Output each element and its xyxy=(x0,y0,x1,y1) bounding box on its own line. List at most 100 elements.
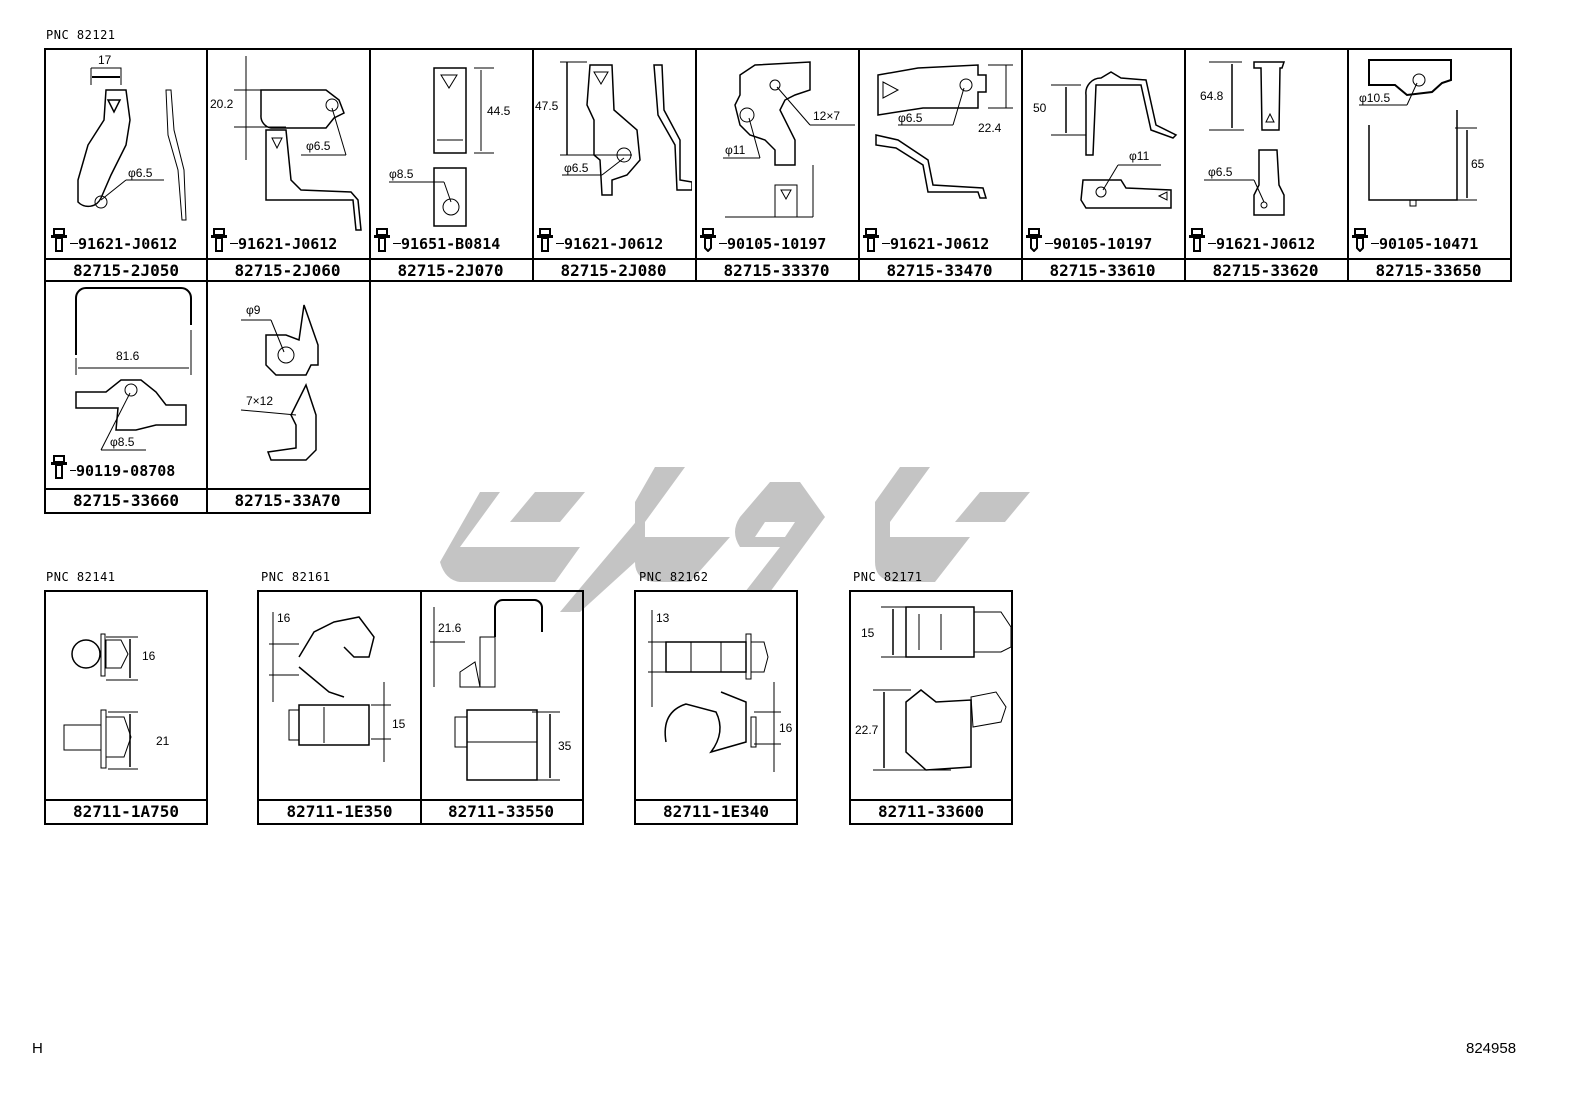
bolt-part-number: 91621-J0612 xyxy=(238,235,338,253)
svg-text:44.5: 44.5 xyxy=(487,104,511,118)
part-cell[interactable]: 16 21 82711-1A750 xyxy=(44,590,208,825)
part-cell[interactable]: 16 15 82711-1E350 xyxy=(257,590,422,825)
bracket-drawing: 81.6 φ8.5 xyxy=(75,287,192,451)
page-marker-left: H xyxy=(32,1040,43,1057)
bolt-part-number: 90119-08708 xyxy=(76,462,176,480)
part-cell[interactable]: 44.5 φ8.5 91651-B0814 82715-2J070 xyxy=(369,48,534,282)
bolt-callout: 90105-10471 xyxy=(1351,228,1478,252)
part-cell[interactable]: φ9 7×12 82715-33A70 xyxy=(206,280,371,514)
part-cell[interactable]: 50 φ11 90105-10197 82715-33610 xyxy=(1021,48,1186,282)
bracket-drawing: 17 φ6.5 xyxy=(77,53,187,221)
bolt-icon xyxy=(374,228,390,252)
bolt-callout: 91621-J0612 xyxy=(1188,228,1315,252)
svg-text:65: 65 xyxy=(1471,157,1485,171)
part-cell[interactable]: 64.8 φ6.5 91621-J0612 82715-33620 xyxy=(1184,48,1349,282)
svg-text:φ6.5: φ6.5 xyxy=(564,161,589,175)
svg-text:16: 16 xyxy=(142,649,156,663)
bracket-drawing: 47.5 φ6.5 xyxy=(535,61,692,196)
part-cell[interactable]: 47.5 φ6.5 91621-J0612 82715-2J080 xyxy=(532,48,697,282)
svg-text:φ6.5: φ6.5 xyxy=(306,139,331,153)
bracket-drawing: φ10.5 65 xyxy=(1359,59,1485,207)
screw-icon xyxy=(1352,228,1368,252)
bolt-callout: 91651-B0814 xyxy=(373,228,500,252)
diagram-number: 824958 xyxy=(1466,1040,1517,1057)
svg-text:22.4: 22.4 xyxy=(978,121,1002,135)
bracket-drawing: 44.5 φ8.5 xyxy=(389,67,511,227)
bolt-callout: 91621-J0612 xyxy=(50,228,177,252)
pnc-label-82121: PNC 82121 xyxy=(46,28,116,42)
svg-text:20.2: 20.2 xyxy=(210,97,234,111)
svg-text:21: 21 xyxy=(156,734,170,748)
part-number: 82715-33660 xyxy=(46,488,206,512)
bolt-callout: 91621-J0612 xyxy=(536,228,663,252)
part-number: 82715-33470 xyxy=(858,258,1021,282)
bolt-part-number: 90105-10197 xyxy=(727,235,827,253)
svg-text:φ10.5: φ10.5 xyxy=(1359,91,1390,105)
part-number: 82715-2J070 xyxy=(369,258,532,282)
part-number: 82715-33650 xyxy=(1347,258,1510,282)
part-number: 82715-2J060 xyxy=(206,258,369,282)
bolt-part-number: 91651-B0814 xyxy=(401,235,501,253)
part-cell[interactable]: 15 22.7 82711-33600 xyxy=(849,590,1013,825)
bolt-callout: 90105-10197 xyxy=(1025,228,1152,252)
part-cell[interactable]: φ6.5 22.4 91621-J0612 82715-33470 xyxy=(858,48,1023,282)
part-number: 82711-33550 xyxy=(420,799,582,823)
part-number: 82715-2J080 xyxy=(532,258,695,282)
bracket-drawing: φ9 7×12 xyxy=(240,303,319,461)
svg-text:φ11: φ11 xyxy=(1129,149,1150,163)
bolt-callout: 90119-08708 xyxy=(50,455,175,479)
bolt-callout: 91621-J0612 xyxy=(862,228,989,252)
screw-icon xyxy=(700,228,716,252)
bolt-part-number: 91621-J0612 xyxy=(78,235,178,253)
svg-text:47.5: 47.5 xyxy=(535,99,559,113)
clip-drawing: 15 22.7 xyxy=(855,606,1011,771)
part-number: 82715-2J050 xyxy=(46,258,206,282)
part-cell[interactable]: φ10.5 65 90105-10471 82715-33650 xyxy=(1347,48,1512,282)
part-cell[interactable]: 17 φ6.5 91621-J0612 82715-2J050 xyxy=(44,48,208,282)
svg-text:13: 13 xyxy=(656,611,670,625)
part-number: 82711-1E350 xyxy=(259,799,420,823)
bolt-icon xyxy=(211,228,227,252)
svg-text:17: 17 xyxy=(98,53,112,67)
screw-icon xyxy=(1026,228,1042,252)
svg-text:16: 16 xyxy=(779,721,793,735)
clip-drawing: 13 16 xyxy=(648,610,793,772)
bolt-icon xyxy=(51,228,67,252)
svg-text:φ11: φ11 xyxy=(725,143,746,157)
part-cell[interactable]: 21.6 35 82711-33550 xyxy=(420,590,584,825)
bolt-callout: 90105-10197 xyxy=(699,228,826,252)
svg-text:φ6.5: φ6.5 xyxy=(128,166,153,180)
bolt-part-number: 90105-10471 xyxy=(1379,235,1479,253)
svg-text:35: 35 xyxy=(558,739,572,753)
bolt-icon xyxy=(1189,228,1205,252)
svg-text:15: 15 xyxy=(861,626,875,640)
part-number: 82711-1A750 xyxy=(46,799,206,823)
pnc-label-82141: PNC 82141 xyxy=(46,570,116,584)
svg-text:φ8.5: φ8.5 xyxy=(110,435,135,449)
part-number: 82715-33610 xyxy=(1021,258,1184,282)
bracket-drawing: 12×7 φ11 xyxy=(723,61,855,218)
bolt-part-number: 91621-J0612 xyxy=(890,235,990,253)
part-number: 82711-1E340 xyxy=(636,799,796,823)
bracket-drawing: 64.8 φ6.5 xyxy=(1200,61,1286,216)
part-number: 82715-33A70 xyxy=(206,488,369,512)
svg-text:64.8: 64.8 xyxy=(1200,89,1224,103)
pnc-label-82162: PNC 82162 xyxy=(639,570,709,584)
part-number: 82711-33600 xyxy=(851,799,1011,823)
pnc-label-82161: PNC 82161 xyxy=(261,570,331,584)
bracket-drawing: φ6.5 22.4 xyxy=(875,64,1013,199)
parts-grid-82121: 17 φ6.5 91621-J0612 82715-2J050 20.2 φ6.… xyxy=(44,48,1512,514)
part-cell[interactable]: 20.2 φ6.5 91621-J0612 82715-2J060 xyxy=(206,48,371,282)
svg-text:φ6.5: φ6.5 xyxy=(1208,165,1233,179)
part-cell[interactable]: 12×7 φ11 90105-10197 82715-33370 xyxy=(695,48,860,282)
part-cell[interactable]: 13 16 82711-1E340 xyxy=(634,590,798,825)
bracket-drawing: 20.2 φ6.5 xyxy=(210,56,362,231)
svg-text:16: 16 xyxy=(277,611,291,625)
part-cell[interactable]: 81.6 φ8.5 90119-08708 82715-33660 xyxy=(44,280,208,514)
bolt-callout: 91621-J0612 xyxy=(210,228,337,252)
pnc-label-82171: PNC 82171 xyxy=(853,570,923,584)
svg-text:φ9: φ9 xyxy=(246,303,261,317)
svg-text:φ8.5: φ8.5 xyxy=(389,167,414,181)
bolt-icon xyxy=(51,455,67,479)
svg-text:50: 50 xyxy=(1033,101,1047,115)
